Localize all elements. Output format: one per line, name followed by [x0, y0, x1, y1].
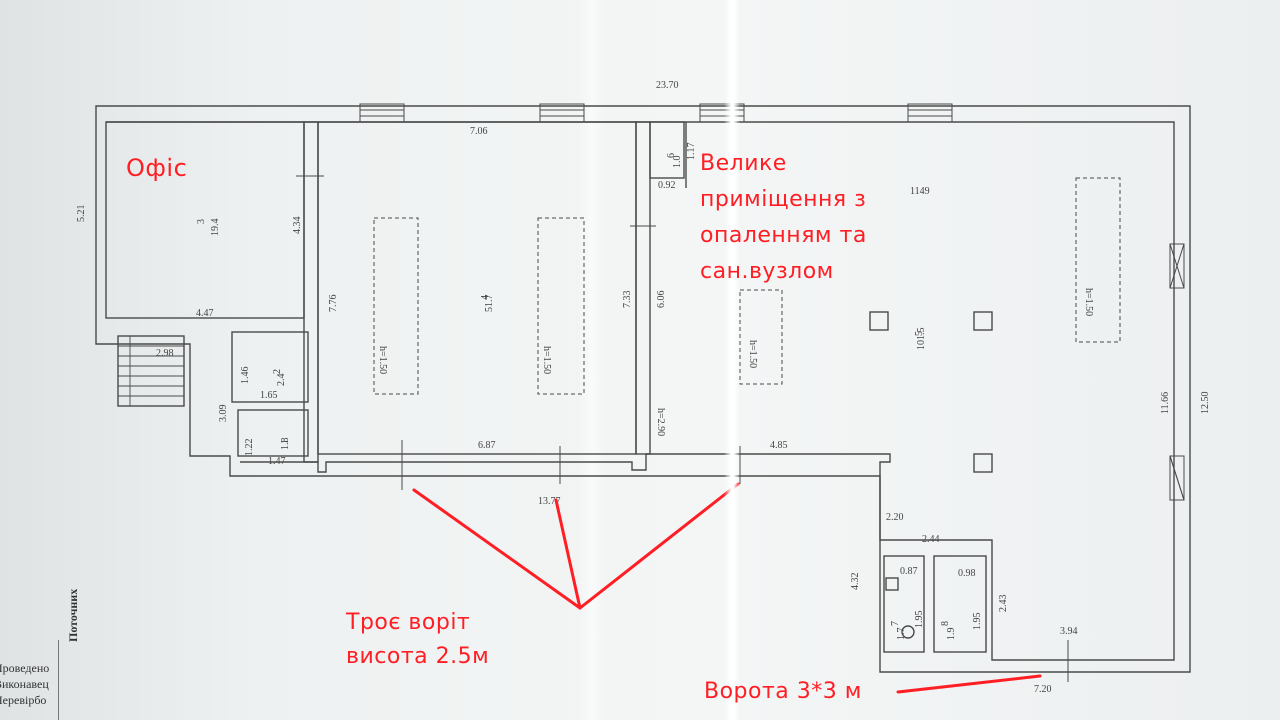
svg-text:13.77: 13.77	[538, 496, 561, 507]
svg-text:0.98: 0.98	[958, 568, 976, 579]
svg-text:2.20: 2.20	[886, 512, 904, 523]
column	[973, 311, 993, 331]
svg-text:2.43: 2.43	[998, 595, 1009, 613]
pit-1	[373, 217, 419, 395]
big-room-annotation: Велике приміщення з опаленням та сан.вуз…	[700, 146, 867, 290]
stamp-line-2: Виконавец	[0, 677, 49, 691]
svg-text:h=1.50: h=1.50	[1083, 288, 1094, 316]
svg-text:6.06: 6.06	[656, 291, 667, 309]
stamp-header: Поточних	[66, 588, 80, 642]
big-room-line-4: сан.вузлом	[700, 259, 834, 284]
svg-text:h=2.90: h=2.90	[655, 408, 666, 436]
svg-text:3.09: 3.09	[218, 405, 229, 423]
pit-2	[537, 217, 585, 395]
svg-text:5: 5	[914, 331, 925, 336]
svg-text:51.7: 51.7	[484, 295, 495, 313]
inner-wall	[106, 121, 1175, 661]
svg-text:1.65: 1.65	[260, 390, 278, 401]
svg-text:2.44: 2.44	[922, 534, 940, 545]
gate-pointer-3	[578, 482, 740, 610]
svg-text:4: 4	[480, 295, 491, 300]
gate-pointer-2	[554, 498, 582, 610]
svg-text:1.9: 1.9	[946, 628, 957, 641]
svg-text:1.8: 1.8	[280, 438, 291, 451]
big-room-line-1: Велике	[700, 151, 787, 176]
svg-text:1.7: 1.7	[896, 628, 907, 641]
pit-3	[739, 289, 783, 385]
svg-text:1.0: 1.0	[672, 156, 683, 169]
svg-text:1149: 1149	[910, 186, 930, 197]
stamp-line-1: Проведено	[0, 661, 50, 675]
svg-text:1.17: 1.17	[686, 143, 697, 161]
svg-text:4.85: 4.85	[770, 440, 788, 451]
svg-text:1.46: 1.46	[240, 367, 251, 385]
svg-text:11.66: 11.66	[1160, 392, 1171, 414]
svg-text:101.5: 101.5	[916, 328, 927, 351]
office-annotation: Офіс	[126, 154, 188, 182]
outer-wall	[95, 105, 1191, 673]
svg-text:7: 7	[890, 621, 901, 626]
svg-text:4.34: 4.34	[292, 217, 303, 235]
paper-fold-highlight	[724, 0, 740, 720]
svg-text:h=1.50: h=1.50	[747, 340, 758, 368]
main-gate-annotation: Ворота 3*3 м	[704, 679, 862, 704]
svg-text:23.70: 23.70	[656, 80, 679, 91]
room-8	[933, 555, 987, 653]
gate-pointer-1	[412, 488, 582, 610]
svg-text:8: 8	[940, 621, 951, 626]
svg-text:2.98: 2.98	[156, 348, 174, 359]
stamp-line-3: Перевірбо	[0, 693, 47, 707]
svg-text:1.95: 1.95	[972, 613, 983, 631]
svg-text:7.33: 7.33	[622, 291, 633, 309]
column	[973, 453, 993, 473]
stairs	[117, 335, 185, 407]
svg-text:6.87: 6.87	[478, 440, 496, 451]
svg-text:4.32: 4.32	[850, 573, 861, 591]
svg-text:2: 2	[272, 369, 283, 374]
svg-text:1.47: 1.47	[268, 456, 286, 467]
room-6	[649, 121, 685, 179]
gates-annotation: Троє воріт висота 2.5м	[346, 606, 489, 674]
svg-text:6: 6	[666, 153, 677, 158]
main-gate-pointer	[896, 674, 1042, 694]
big-room-line-3: опаленням та	[700, 223, 867, 248]
svg-text:5.21: 5.21	[76, 205, 87, 223]
column	[869, 311, 889, 331]
svg-text:7.76: 7.76	[328, 295, 339, 313]
gates-line-2: висота 2.5м	[346, 644, 490, 669]
pit-4	[1075, 177, 1121, 343]
svg-text:0.87: 0.87	[900, 566, 918, 577]
gates-line-1: Троє воріт	[346, 610, 471, 635]
svg-text:3: 3	[196, 219, 207, 224]
svg-text:4.47: 4.47	[196, 308, 214, 319]
svg-text:19.4: 19.4	[210, 219, 221, 237]
big-room-line-2: приміщення з	[700, 187, 867, 212]
room-2	[231, 331, 309, 403]
svg-text:7.20: 7.20	[1034, 684, 1052, 695]
svg-text:0.92: 0.92	[658, 180, 676, 191]
svg-text:1: 1	[280, 439, 291, 444]
svg-text:h=1.50: h=1.50	[377, 346, 388, 374]
svg-text:12.50: 12.50	[1200, 392, 1211, 415]
room-7	[883, 555, 925, 653]
svg-text:h=1.50: h=1.50	[541, 346, 552, 374]
svg-text:3.94: 3.94	[1060, 626, 1078, 637]
svg-text:1.95: 1.95	[914, 611, 925, 629]
svg-text:1.22: 1.22	[244, 439, 255, 457]
hall-room	[317, 121, 637, 455]
stamp-table: Проведено Виконавец Перевірбо	[0, 640, 59, 720]
svg-text:2.4: 2.4	[276, 374, 287, 387]
room-1	[237, 409, 309, 457]
svg-text:7.06: 7.06	[470, 126, 488, 137]
